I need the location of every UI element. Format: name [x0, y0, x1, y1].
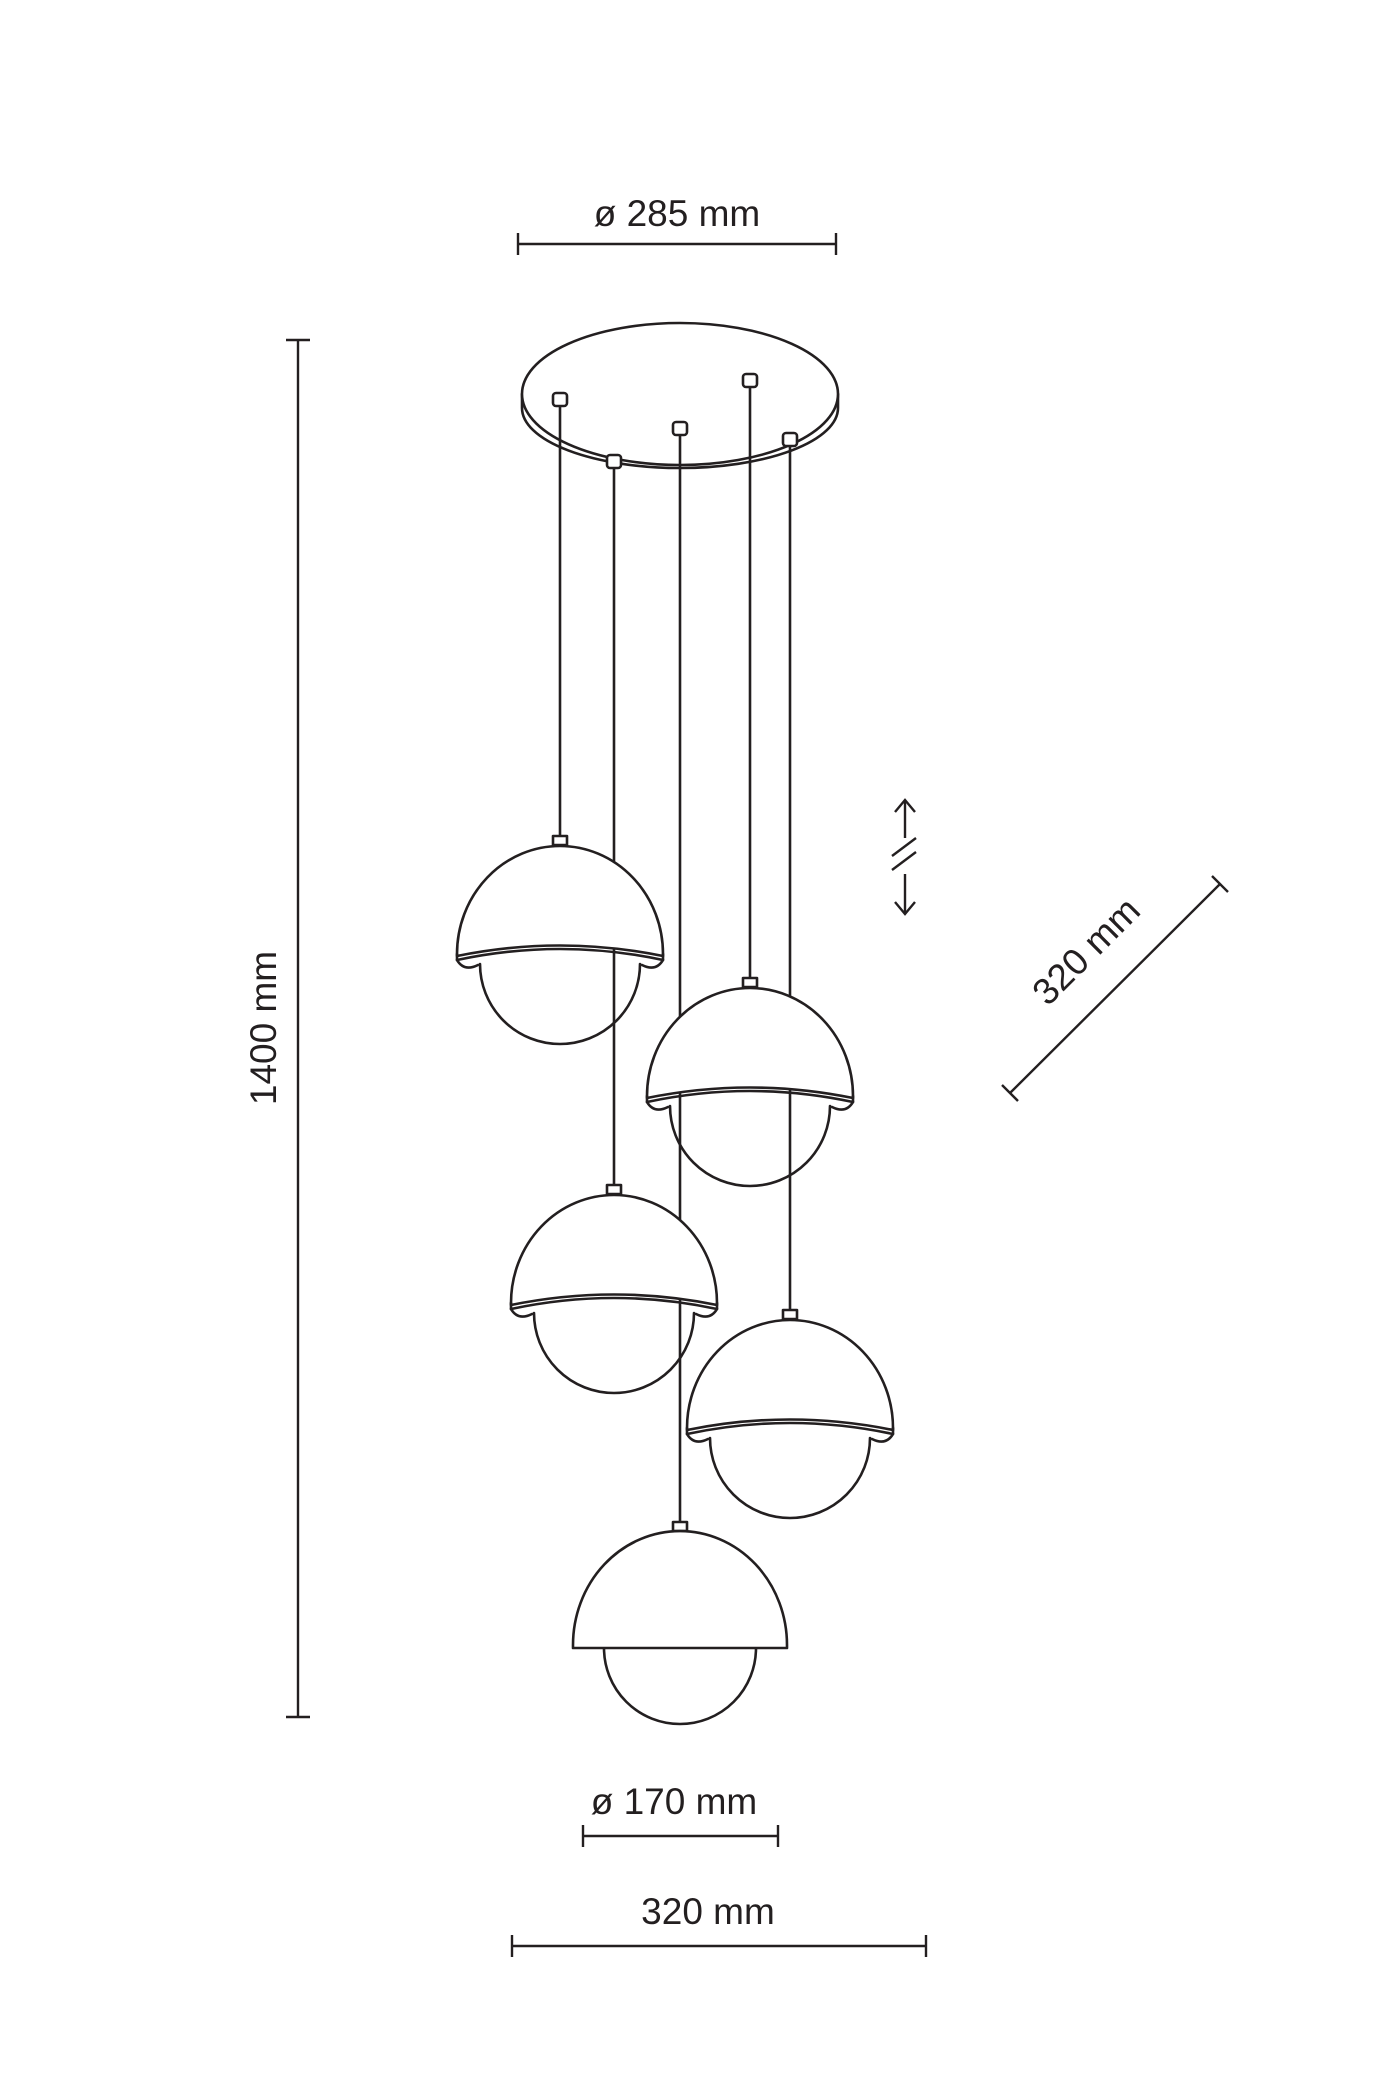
pendant-lamp-top-left: [455, 834, 665, 1046]
pendant-lamp-right-lower: [685, 1308, 895, 1520]
total-height-dimension: 1400 mm: [243, 338, 310, 1719]
cord-anchor: [741, 372, 759, 389]
cord-anchors: [551, 372, 799, 470]
canopy-diameter-dimension: ø 285 mm: [516, 193, 838, 255]
total-height-label: 1400 mm: [243, 951, 284, 1105]
canopy-diameter-label: ø 285 mm: [594, 193, 761, 234]
adjustable-height-arrow-icon: [891, 798, 917, 916]
pendant-lamp-left-middle: [509, 1183, 719, 1395]
cluster-width-label: 320 mm: [641, 1891, 775, 1932]
cluster-width-dimension: 320 mm: [510, 1891, 928, 1957]
cord-anchor: [551, 391, 569, 408]
pendant-lamp-bottom: [571, 1520, 789, 1726]
cluster-depth-label: 320 mm: [1024, 889, 1148, 1013]
cluster-depth-dimension: 320 mm: [1001, 875, 1229, 1102]
cord-anchor: [781, 431, 799, 448]
cord-anchor: [671, 420, 689, 437]
suspension-cords: [558, 387, 792, 1522]
shade-diameter-dimension: ø 170 mm: [581, 1781, 780, 1847]
pendant-lamp-right-upper: [645, 976, 855, 1188]
cord-anchor: [605, 453, 623, 470]
shade-diameter-label: ø 170 mm: [591, 1781, 758, 1822]
